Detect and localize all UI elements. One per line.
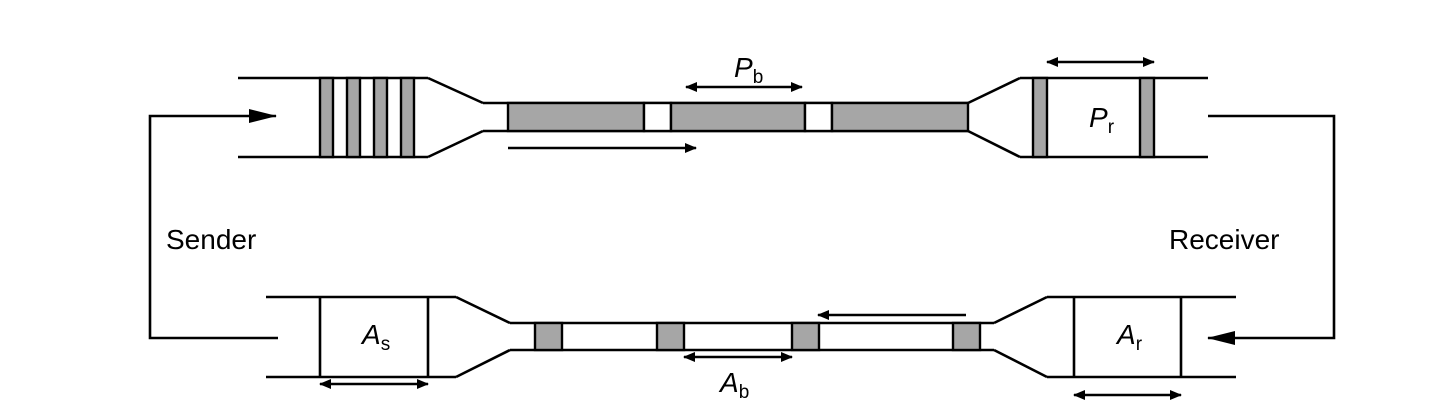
ar-label: Ar bbox=[1115, 319, 1143, 355]
ack-packet bbox=[533, 321, 564, 352]
sender-feedback-arrow bbox=[148, 109, 278, 340]
ack-packet bbox=[655, 321, 686, 352]
sender-buffer-packet bbox=[372, 76, 389, 159]
sender-buffer-packet bbox=[399, 76, 416, 159]
packet-gap bbox=[642, 101, 673, 133]
data-packet bbox=[669, 101, 807, 133]
top-channel bbox=[238, 57, 1208, 159]
funnel-line bbox=[427, 129, 484, 159]
sender-buffer-packet bbox=[345, 76, 362, 159]
sender-buffer-packet bbox=[318, 76, 335, 159]
receiver-label: Receiver bbox=[1169, 224, 1279, 255]
data-packet bbox=[830, 101, 970, 133]
funnel-line bbox=[455, 348, 511, 379]
ab-label: Ab bbox=[718, 367, 749, 403]
receiver-feedback-arrow bbox=[1207, 114, 1336, 345]
funnel-line bbox=[993, 348, 1048, 379]
funnel-line bbox=[967, 76, 1021, 105]
packet-gap bbox=[803, 101, 834, 133]
sender-label: Sender bbox=[166, 224, 256, 255]
receiver-packet bbox=[1031, 76, 1049, 159]
pr-label: Pr bbox=[1089, 102, 1115, 138]
funnel-line bbox=[967, 129, 1021, 159]
bottleneck-packets bbox=[506, 101, 970, 133]
funnel-line bbox=[427, 76, 484, 105]
bottleneck-acks bbox=[533, 321, 982, 352]
sender-buffer-packets bbox=[318, 76, 416, 159]
funnel-line bbox=[455, 295, 511, 325]
ack-packet bbox=[951, 321, 982, 352]
funnel-line bbox=[993, 295, 1048, 325]
bottom-channel bbox=[266, 295, 1236, 400]
receiver-packet bbox=[1138, 76, 1156, 159]
data-packet bbox=[506, 101, 646, 133]
pb-label: Pb bbox=[734, 52, 763, 88]
as-label: As bbox=[360, 319, 390, 355]
ack-packet bbox=[790, 321, 821, 352]
